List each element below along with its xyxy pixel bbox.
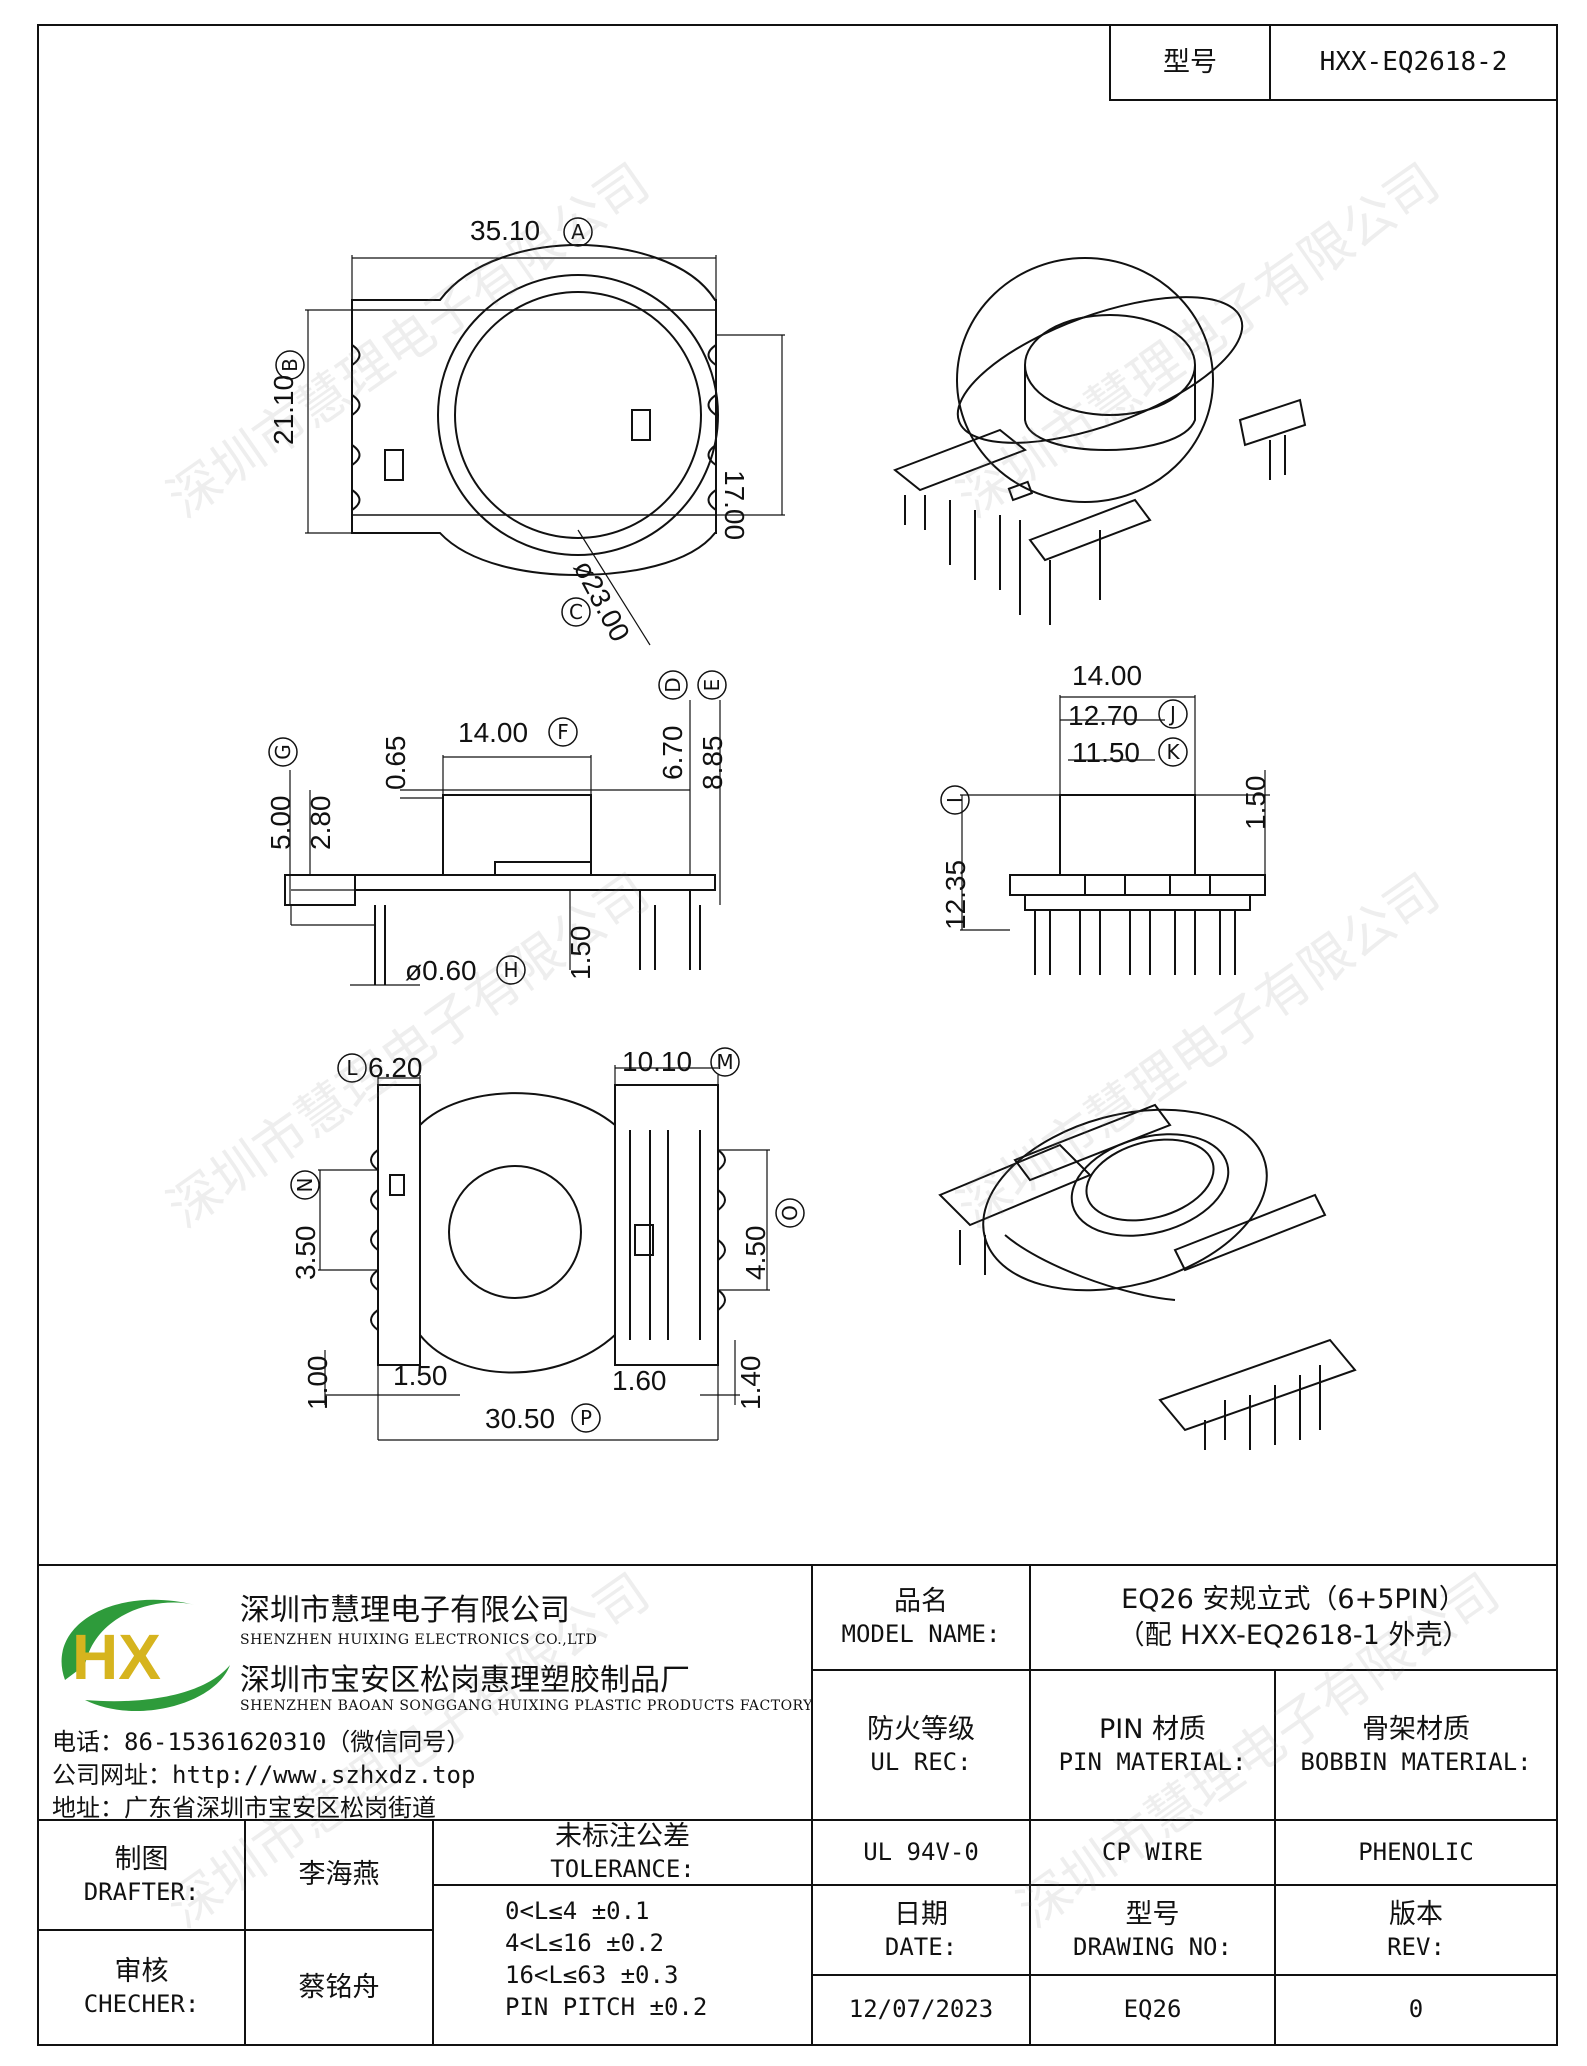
dim-g: 5.00 [265, 795, 296, 851]
dim-100: 1.00 [302, 1355, 333, 1411]
svg-text:C: C [569, 600, 583, 624]
svg-text:M: M [716, 1050, 733, 1074]
svg-text:A: A [571, 220, 585, 244]
svg-text:L: L [346, 1056, 358, 1080]
dim-150c: 1.50 [393, 1360, 448, 1391]
svg-text:D: D [661, 677, 685, 692]
dim-j: 12.70 [1068, 700, 1139, 731]
drafter-name: 李海燕 [298, 1859, 380, 1891]
sheet-border [37, 24, 1558, 2046]
svg-text:J: J [1168, 702, 1176, 726]
iso-view-1 [893, 257, 1307, 625]
dim-150b: 1.50 [1240, 775, 1271, 831]
header-model-label: 型号 [1163, 46, 1217, 78]
company-logo [61, 1599, 230, 1712]
svg-text:B: B [278, 358, 302, 372]
dim-150a: 1.50 [565, 925, 596, 981]
dim-m: 10.10 [622, 1046, 693, 1077]
front-view [960, 695, 1270, 975]
factory-name-en: SHENZHEN BAOAN SONGGANG HUIXING PLASTIC … [240, 1698, 813, 1714]
top-view [305, 243, 785, 646]
factory-name-zh: 深圳市宝安区松岗惠理塑胶制品厂 [240, 1663, 690, 1698]
dim-1400: 14.00 [1072, 660, 1143, 691]
svg-text:K: K [1166, 740, 1180, 764]
tolerance-line-2: 4<L≤16 ±0.2 [505, 1929, 664, 1957]
dim-k: 11.50 [1072, 737, 1140, 768]
dim-l: 6.20 [368, 1052, 423, 1083]
title-block-grid [38, 1564, 1557, 2045]
dim-280: 2.80 [305, 795, 336, 851]
reference-markers [268, 217, 1188, 1433]
checker-name: 蔡铭舟 [298, 1971, 380, 2003]
company-address: 地址：广东省深圳市宝安区松岗街道 [52, 1794, 436, 1822]
dim-h: ø0.60 [405, 955, 477, 986]
dim-17: 17.00 [719, 470, 750, 541]
dim-065: 0.65 [380, 735, 411, 791]
dim-e: 8.85 [697, 735, 728, 791]
svg-text:I: I [943, 797, 967, 803]
tolerance-line-3: 16<L≤63 ±0.3 [505, 1961, 679, 1989]
svg-text:P: P [580, 1406, 592, 1430]
svg-text:E: E [700, 679, 724, 692]
dim-o: 4.50 [740, 1225, 771, 1281]
date-value: 12/07/2023 [848, 1995, 994, 2024]
svg-text:H: H [503, 958, 518, 982]
bobbin-material-value: PHENOLIC [1358, 1837, 1474, 1866]
dim-d: 6.70 [657, 725, 688, 781]
iso-view-2 [938, 1103, 1357, 1450]
dim-160: 1.60 [612, 1365, 667, 1396]
header-model-value: HXX-EQ2618-2 [1319, 46, 1508, 77]
dim-b: 21.10 [268, 374, 299, 445]
header-box [1109, 24, 1558, 101]
tolerance-line-1: 0<L≤4 ±0.1 [505, 1897, 650, 1925]
company-website: 公司网址：http://www.szhxdz.top [52, 1761, 476, 1789]
svg-text:N: N [293, 1178, 317, 1193]
svg-text:F: F [557, 720, 569, 744]
svg-text:G: G [271, 744, 295, 760]
dim-n: 3.50 [290, 1225, 321, 1281]
drawing-no-value: EQ26 [1123, 1995, 1182, 2024]
dim-140: 1.40 [735, 1355, 766, 1411]
company-phone: 电话：86-15361620310（微信同号） [52, 1728, 471, 1756]
ul-rec-value: UL 94V-0 [863, 1837, 979, 1866]
dim-a: 35.10 [470, 215, 541, 246]
svg-text:O: O [778, 1205, 802, 1221]
dim-i: 12.35 [940, 859, 971, 930]
dim-f: 14.00 [458, 717, 529, 748]
company-name-zh: 深圳市慧理电子有限公司 [240, 1593, 570, 1628]
tolerance-line-4: PIN PITCH ±0.2 [505, 1993, 708, 2021]
side-view [284, 700, 721, 986]
logo-letters: HX [72, 1621, 161, 1693]
rev-value: 0 [1408, 1995, 1424, 2024]
dim-p: 30.50 [485, 1403, 556, 1434]
bottom-view [318, 1065, 770, 1441]
company-name-en: SHENZHEN HUIXING ELECTRONICS CO.,LTD [240, 1632, 598, 1648]
pin-material-value: CP WIRE [1101, 1837, 1204, 1866]
model-name-value: EQ26 安规立式（6+5PIN）（配 HXX-EQ2618-1 外壳） [1117, 1584, 1470, 1651]
